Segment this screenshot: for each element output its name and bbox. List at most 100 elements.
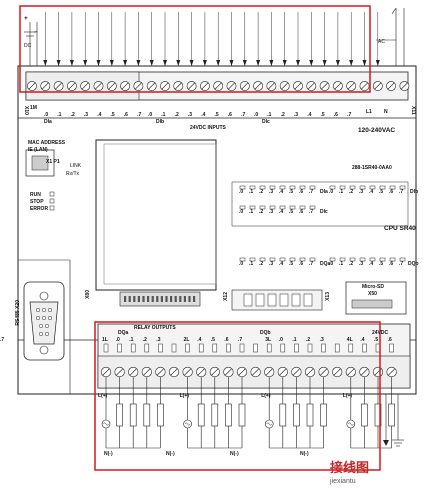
led-tag: .4 [279,261,284,267]
led-indicator [309,257,316,262]
relay-load-wiring [101,377,395,449]
dib-tag: .1 [161,112,166,118]
led-indicator [249,257,256,262]
led-indicator [249,205,256,210]
led-indicator [399,185,406,190]
output-terminal-tag: .6 [387,337,392,343]
dia-label: DIa [44,119,52,125]
n-minus-label: N(-) [166,451,175,457]
output-terminal-tag: .6 [224,337,229,343]
led-indicator [359,257,366,262]
led-indicator [339,257,346,262]
stop-label: STOP [30,199,44,205]
led-indicator [269,257,276,262]
output-terminal-tag: .2 [306,337,311,343]
led-tag: .2 [259,209,264,215]
vdc-label: 24VDC [372,330,389,336]
load-coil-icon [197,403,205,427]
terminal-screw [173,81,184,91]
terminal-screw [291,343,302,378]
led-row-dia [239,185,316,190]
terminal-screw [239,81,250,91]
cpu-name: CPU SR40 [384,225,416,232]
led-indicator [359,185,366,190]
link-label: LINK [70,163,82,169]
led-tag: .7 [399,261,404,267]
led-indicator [309,185,316,190]
led-indicator [289,185,296,190]
dic-tag: .5 [320,112,325,118]
expansion-connector [119,291,201,307]
led-tag: .1 [249,261,254,267]
terminal-screw [196,343,207,378]
microsd-slot [345,281,407,315]
dib-tag: .6 [227,112,232,118]
l-plus-label: L(+) [342,393,353,399]
n-minus-label: N(-) [300,451,309,457]
led-tag: .5 [289,209,294,215]
minus-label: − [34,29,38,36]
terminal-screw [106,81,117,91]
terminal-screw [319,81,330,91]
led-indicator [269,185,276,190]
led-tag: .7 [309,209,314,215]
terminal-screw [359,81,370,91]
output-terminal-tag: .3 [319,337,324,343]
load-coil-icon [238,403,246,427]
led-indicator [339,185,346,190]
led-indicator [299,205,306,210]
dia-tag: .7 [137,112,142,118]
x13-label: X13 [325,292,331,301]
l-plus-label: L(+) [179,393,189,399]
load-coil-icon [320,403,327,427]
dia-tag: .2 [70,112,75,118]
led-tag: .2 [259,261,264,267]
di-led-area [231,181,409,227]
led-group-label: DIa [320,189,328,195]
microsd-label: Micro-SD [362,284,384,290]
terminal-screw [279,81,290,91]
terminal-screw [199,81,210,91]
top-terminal-screws [27,81,410,91]
terminal-screw [318,343,329,378]
terminal-screw [277,343,288,378]
led-tag: .4 [279,209,284,215]
led-tag: .7 [309,189,314,195]
terminal-screw [53,81,64,91]
terminal-screw [372,81,383,91]
terminal-screw [160,81,170,91]
ac-feed-wires [376,7,405,70]
led-row-dqb [329,257,406,262]
terminal-screw [182,343,193,378]
led-group-label: DQa [320,261,331,267]
ac-label: AC [378,39,385,45]
center-door [95,139,217,291]
x10-tag: X10 [23,106,29,115]
dia-tag: .1 [57,112,62,118]
led-tag: .6 [299,189,304,195]
terminal-screw [40,81,51,91]
led-indicator [369,185,376,190]
led-tag: .5 [289,189,294,195]
x80-label: X80 [85,290,91,299]
output-terminal-tag: .1 [292,337,297,343]
terminal-screw [80,81,91,91]
led-indicator [349,185,356,190]
load-coil-icon [129,403,137,427]
load-coil-icon [306,403,314,427]
led-indicator [259,185,266,190]
led-tag: .3 [359,261,364,267]
watermark-site: jiexiantu [330,478,356,485]
x12-label: X12 [223,292,229,301]
load-coil-icon [279,403,287,427]
dia-tag: .6 [123,112,128,118]
dib-tag: .3 [187,112,193,118]
output-terminal-tag: .3 [156,337,161,343]
terminal-screw [133,81,144,91]
led-tag: .2 [259,189,264,195]
dic-tag: .0 [254,112,259,118]
l1-label: L1 [366,109,372,115]
l-plus-label: L(+) [98,393,108,399]
load-coil-icon [225,403,232,427]
